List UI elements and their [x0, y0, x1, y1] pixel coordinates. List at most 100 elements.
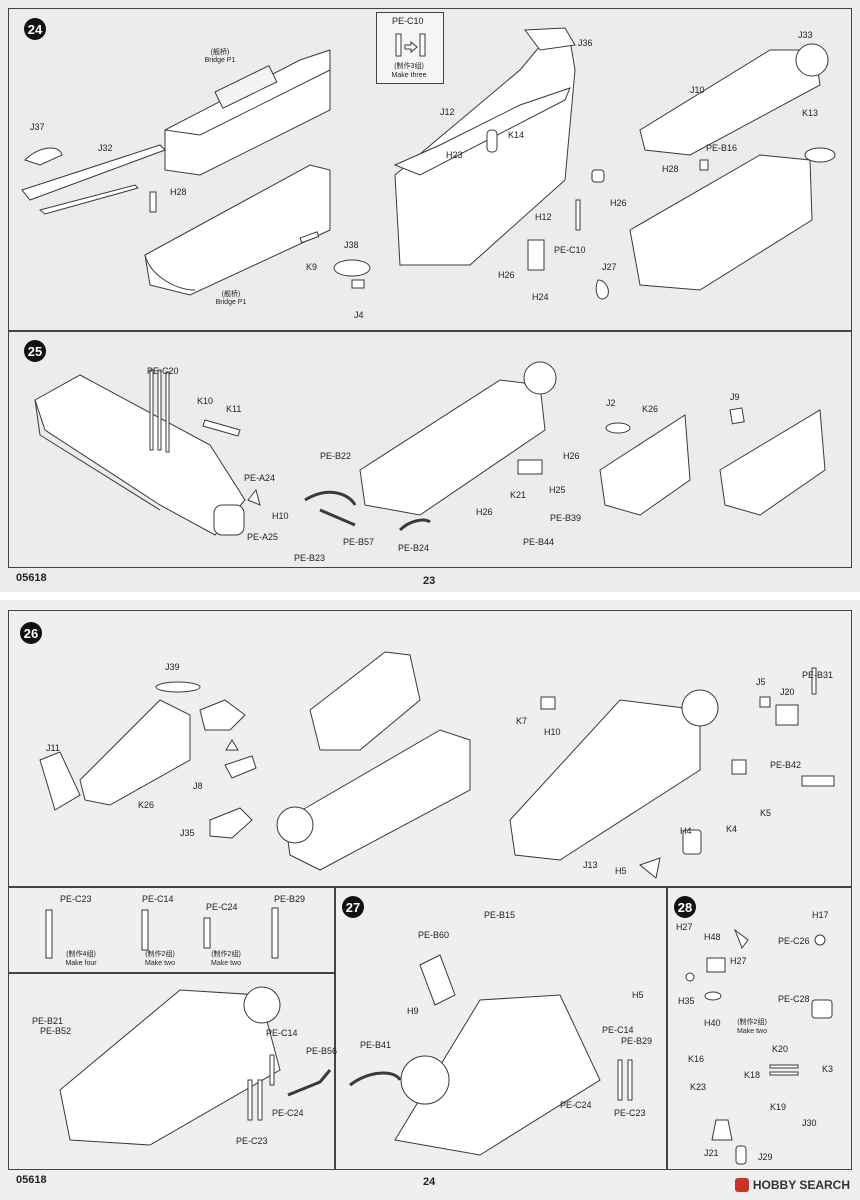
inset-en-pe-c14: Make two	[145, 960, 175, 967]
pe-c10-inset	[376, 12, 444, 84]
page-number-23: 23	[423, 575, 436, 587]
k9-part	[299, 231, 320, 244]
label-k5: K5	[760, 808, 772, 818]
label-j29: J29	[758, 1152, 773, 1162]
step-26-28-drawings	[39, 651, 835, 1165]
bridge-p1-lower	[144, 164, 331, 296]
label-k18: K18	[744, 1070, 761, 1080]
label-h28: H28	[170, 187, 187, 197]
label-h17: H17	[812, 910, 829, 920]
j21-part	[735, 1145, 747, 1165]
label-pe-c10: PE-C10	[554, 245, 586, 255]
inset-title-pe-c24: PE-C24	[206, 902, 238, 912]
label-j9: J9	[730, 392, 740, 402]
label-h27-a: H27	[676, 922, 693, 932]
label-j33: J33	[798, 30, 813, 40]
step26b-island	[59, 989, 281, 1146]
k26-block-a	[599, 414, 691, 516]
label-pe-b57: PE-B57	[343, 537, 375, 547]
label-j32: J32	[98, 143, 113, 153]
step25-middle-hull	[359, 379, 546, 516]
label-j30: J30	[802, 1118, 817, 1128]
h17-part	[814, 934, 826, 946]
h25-parts	[517, 459, 543, 475]
label-h23: H23	[446, 150, 463, 160]
label-k3: K3	[822, 1064, 834, 1074]
h26-part	[591, 169, 605, 183]
step28-make-en: Make two	[737, 1028, 767, 1035]
j5-part	[759, 696, 771, 708]
label-pe-b29: PE-B29	[621, 1036, 653, 1046]
j39-part	[155, 681, 201, 693]
label-k9: K9	[306, 262, 318, 272]
j12-superstructure	[394, 39, 576, 266]
label-k11: K11	[226, 404, 242, 414]
k14-part	[486, 129, 498, 153]
j37-part	[24, 147, 63, 166]
pe-b42-part	[801, 775, 835, 787]
step-27-panel	[334, 886, 668, 1170]
pe-c20-c	[165, 371, 170, 453]
pe-b22-rail	[304, 490, 357, 506]
label-j39: J39	[165, 662, 180, 672]
j33-dome	[795, 43, 829, 77]
label-j8: J8	[193, 781, 203, 791]
pe-b60-mesh	[419, 954, 456, 1006]
arrow-up-icon	[225, 739, 239, 751]
j38-part	[333, 259, 371, 277]
pe-c14-b	[269, 1054, 275, 1086]
inset-cn-pe-c23: (制作4组)	[66, 951, 96, 958]
k4-part	[731, 759, 747, 775]
label-h35: H35	[678, 996, 695, 1006]
label-h27-b: H27	[730, 956, 747, 966]
label-h26-d: H26	[476, 507, 493, 517]
label-k20: K20	[772, 1044, 789, 1054]
watermark-text: HOBBY SEARCH	[752, 1178, 850, 1192]
pe-c10-part-a	[395, 33, 402, 57]
label-pe-b44: PE-B44	[523, 537, 555, 547]
instruction-page-23: 24 25 PE-C10 (制作3组) Make three	[0, 0, 860, 592]
j35-part	[209, 807, 253, 839]
inset-title: PE-C10	[392, 16, 424, 26]
pe-b41-rail	[349, 1071, 402, 1087]
step28-make-cn: (制作2组)	[737, 1019, 767, 1026]
kit-code-bottom: 05618	[16, 1174, 47, 1186]
label-j20: J20	[780, 687, 795, 697]
label-k19: K19	[770, 1102, 787, 1112]
h27-part	[733, 928, 749, 950]
label-pe-b41: PE-B41	[360, 1040, 392, 1050]
j20-part	[775, 704, 799, 726]
pe-b29-strip	[271, 907, 279, 959]
k13-part	[804, 147, 836, 163]
label-pe-c28: PE-C28	[778, 994, 810, 1004]
k23-part	[711, 1119, 733, 1141]
label-pe-a24: PE-A24	[244, 473, 276, 483]
label-j38: J38	[344, 240, 359, 250]
label-j36: J36	[578, 38, 593, 48]
label-k13: K13	[802, 108, 819, 118]
h48-part	[706, 957, 726, 973]
bridge-cn-2: (舰桥)	[221, 291, 241, 298]
pe-c24-strip	[203, 917, 211, 949]
inset-title-pe-c23: PE-C23	[60, 894, 92, 904]
pe-c10-strip	[575, 199, 581, 231]
label-pe-b39: PE-B39	[550, 513, 582, 523]
label-h28-b: H28	[662, 164, 679, 174]
pe-c10-part-b	[419, 33, 426, 57]
j2-part	[605, 422, 631, 434]
kit-code-top: 05618	[16, 572, 47, 584]
island-hull	[284, 729, 471, 871]
bridge-en-2: Bridge P1	[215, 299, 247, 306]
step26-right-dome	[681, 689, 719, 727]
step-24-25-drawings	[21, 27, 836, 536]
step-26b-panel	[8, 972, 336, 1170]
label-pe-c26: PE-C26	[778, 936, 810, 946]
label-h10: H10	[544, 727, 561, 737]
label-pe-c24: PE-C24	[560, 1100, 592, 1110]
step26-dome	[276, 806, 314, 844]
label-pe-c24: PE-C24	[272, 1108, 304, 1118]
label-pe-c23: PE-C23	[614, 1108, 646, 1118]
label-j5: J5	[756, 677, 766, 687]
label-j21: J21	[704, 1148, 719, 1158]
label-j37: J37	[30, 122, 45, 132]
